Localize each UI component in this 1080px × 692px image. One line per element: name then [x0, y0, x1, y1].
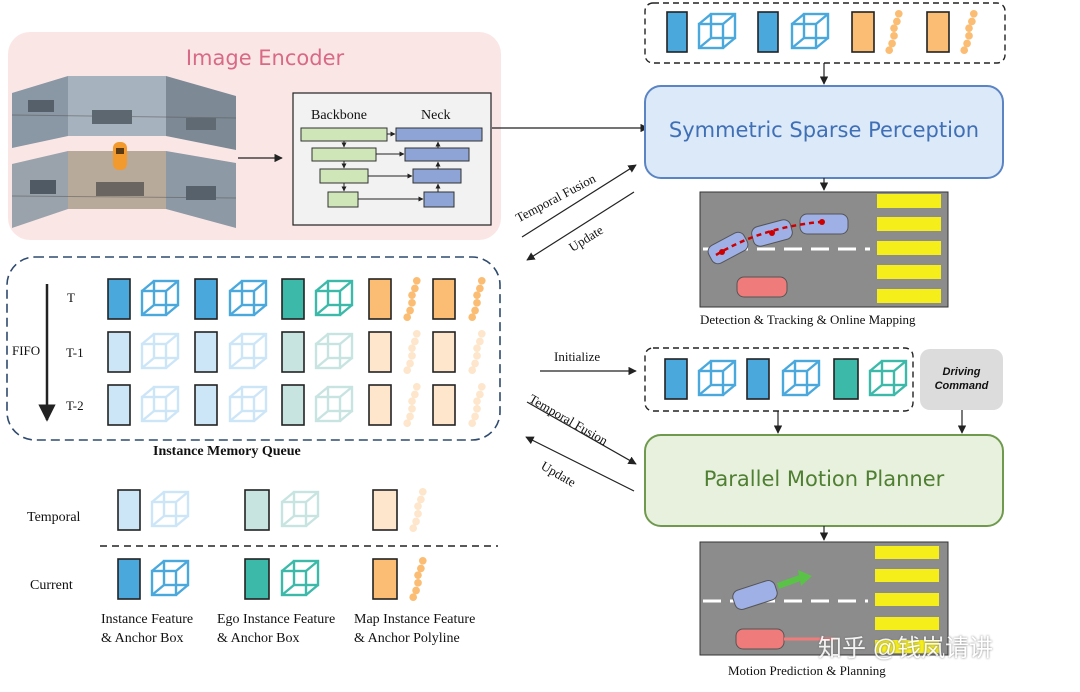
- driving-command-line1: Driving: [942, 366, 981, 378]
- image-encoder-title: Image Encoder: [185, 46, 345, 70]
- legend-current-label: Current: [30, 578, 73, 593]
- memory-row-t-1: [107, 329, 486, 375]
- planner-instances: [664, 358, 908, 400]
- initialize-label: Initialize: [554, 349, 601, 364]
- row-label-t-2: T-2: [66, 398, 84, 413]
- map-caption-1: Map Instance Feature: [354, 612, 476, 627]
- legend-temporal: [117, 487, 427, 533]
- watermark: 知乎 @钱岚请讲: [818, 635, 994, 662]
- driving-command-box: [920, 349, 1003, 410]
- pmp-title: Parallel Motion Planner: [703, 467, 945, 491]
- detection-scene: [699, 191, 949, 308]
- memory-row-t-2: [107, 382, 486, 428]
- memory-queue-title: Instance Memory Queue: [153, 444, 301, 459]
- instance-caption-2: & Anchor Box: [101, 631, 184, 646]
- ssp-scene-caption: Detection & Tracking & Online Mapping: [700, 312, 916, 327]
- fifo-label: FIFO: [12, 343, 41, 358]
- planner-instances-box: [644, 347, 914, 412]
- neck-layers: [358, 127, 483, 208]
- ssp-title: Symmetric Sparse Perception: [668, 118, 980, 142]
- neck-label: Neck: [421, 108, 451, 123]
- camera-images: [11, 76, 237, 228]
- driving-command-line2: Command: [934, 380, 989, 392]
- ego-caption-2: & Anchor Box: [217, 631, 300, 646]
- legend-temporal-label: Temporal: [27, 510, 81, 525]
- planning-scene: [699, 541, 949, 656]
- output-instances: [666, 9, 978, 55]
- pmp-scene-caption: Motion Prediction & Planning: [728, 663, 886, 678]
- ego-car-icon: [113, 142, 127, 170]
- map-caption-2: & Anchor Polyline: [354, 631, 460, 646]
- ego-caption-1: Ego Instance Feature: [217, 612, 336, 627]
- memory-row-t: [107, 276, 486, 322]
- row-label-t: T: [67, 290, 75, 305]
- row-label-t-1: T-1: [66, 345, 84, 360]
- legend-current: [117, 556, 427, 602]
- memory-queue-box: [6, 256, 501, 441]
- backbone-layers: [300, 127, 388, 208]
- output-instances-box: [644, 2, 1006, 64]
- instance-caption-1: Instance Feature: [101, 612, 194, 627]
- backbone-label: Backbone: [311, 108, 367, 123]
